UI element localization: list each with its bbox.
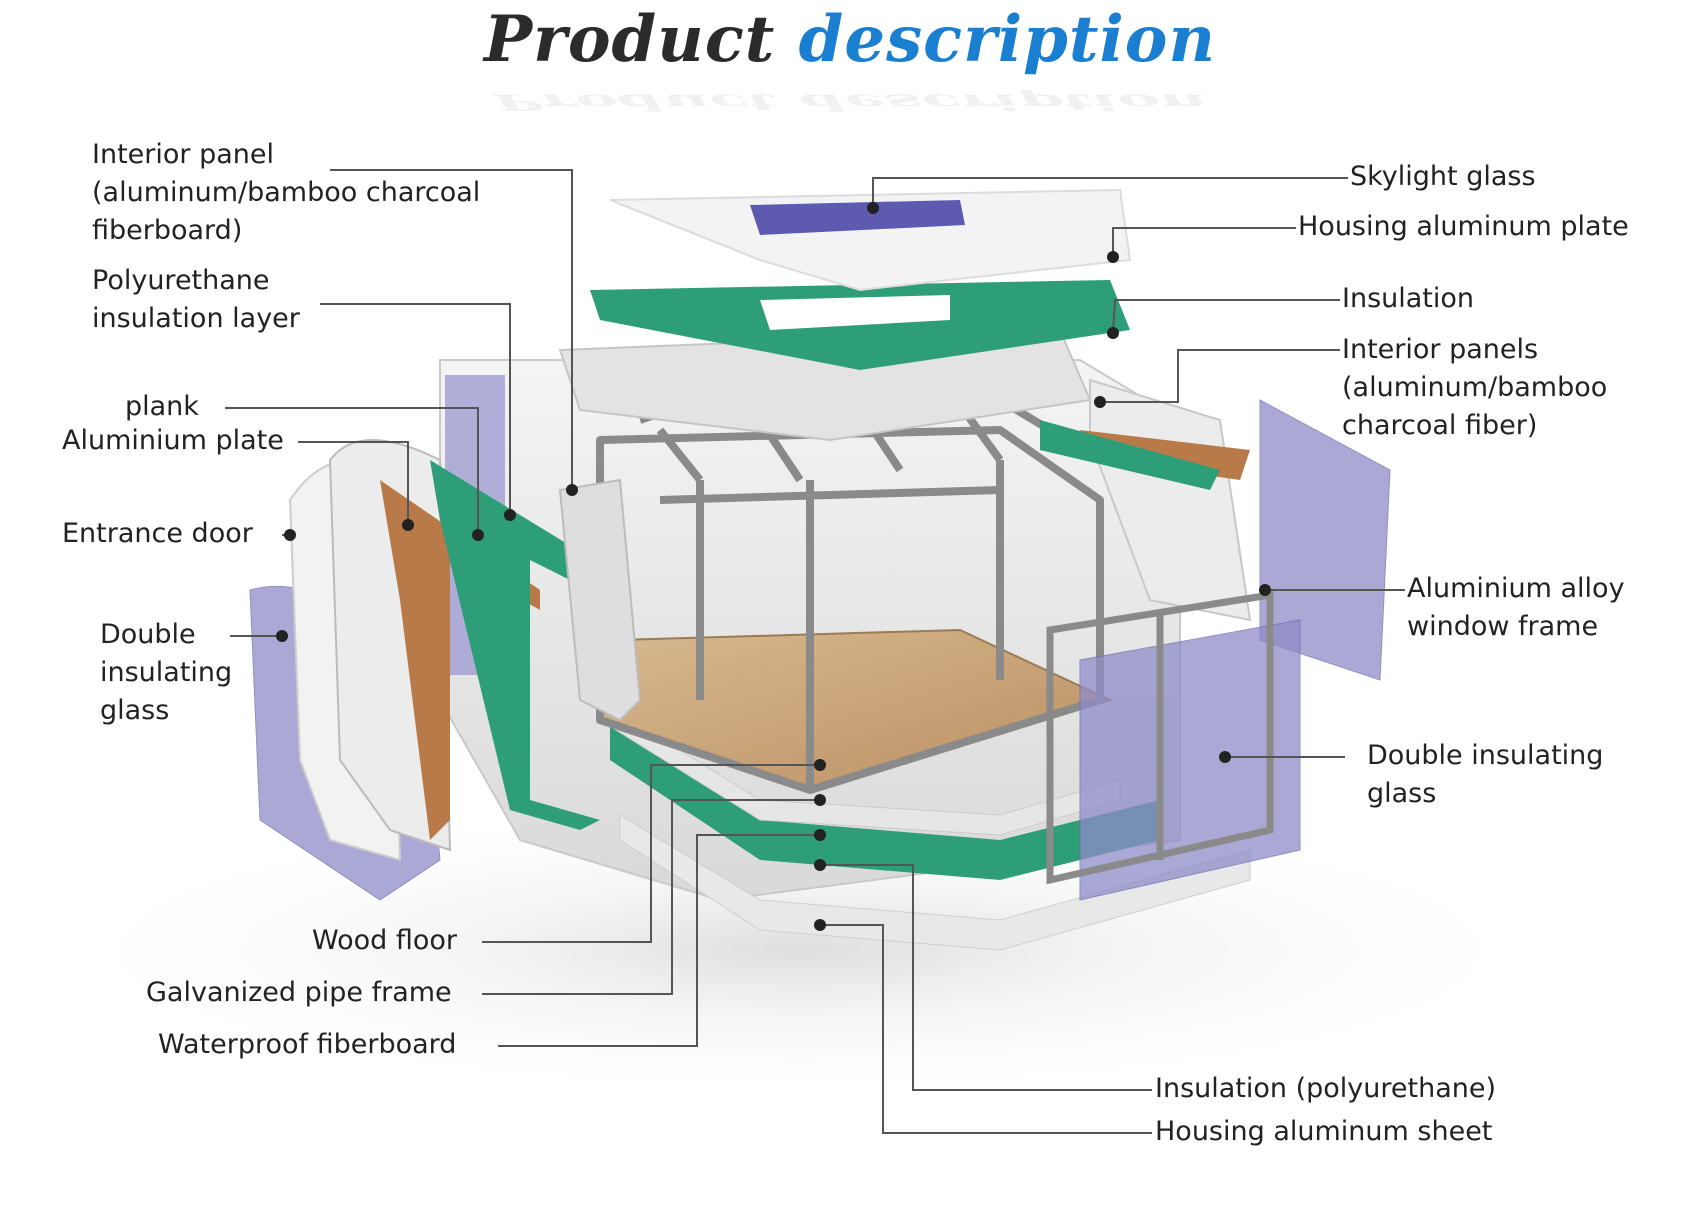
title-word-description: description bbox=[798, 2, 1216, 77]
bottom-insulation-shape bbox=[610, 720, 1160, 880]
label-window-frame: Aluminium alloy window frame bbox=[1407, 573, 1625, 642]
label-plank: plank bbox=[125, 391, 199, 422]
leader-lines bbox=[225, 169, 1405, 1134]
leader-dots bbox=[276, 202, 1271, 931]
label-insulation-top: Insulation bbox=[1342, 283, 1475, 314]
label-double-glass-left: Double insulating glass bbox=[100, 619, 233, 726]
label-double-glass-right: Double insulating glass bbox=[1367, 740, 1604, 809]
interior-panel-left-shape bbox=[558, 478, 642, 722]
label-aluminium-plate: Aluminium plate bbox=[62, 425, 284, 456]
right-double-glass-shape bbox=[1079, 619, 1301, 901]
right-back-glass-shape bbox=[1259, 399, 1391, 681]
roof-insulation-opening bbox=[760, 295, 950, 330]
label-housing-plate: Housing aluminum plate bbox=[1298, 211, 1629, 242]
label-interior-panels-right: Interior panels (aluminum/bamboo charcoa… bbox=[1342, 334, 1608, 441]
title-word-product: Product bbox=[484, 2, 776, 77]
right-green-strip-shape bbox=[1040, 420, 1220, 490]
label-insulation-bottom: Insulation (polyurethane) bbox=[1155, 1073, 1497, 1104]
window-frame-shape bbox=[1046, 590, 1274, 885]
label-polyurethane-layer: Polyurethane insulation layer bbox=[92, 265, 300, 334]
label-wood-floor: Wood floor bbox=[312, 925, 458, 956]
skylight-glass-shape bbox=[750, 200, 965, 235]
label-housing-sheet: Housing aluminum sheet bbox=[1155, 1116, 1493, 1147]
housing-roof-plate-shape bbox=[609, 188, 1132, 292]
label-waterproof-fiberboard: Waterproof fiberboard bbox=[158, 1029, 457, 1060]
page-title: Product description bbox=[0, 0, 1700, 90]
label-galvanized-pipe-frame: Galvanized pipe frame bbox=[146, 977, 452, 1008]
label-skylight-glass: Skylight glass bbox=[1350, 161, 1536, 192]
label-interior-panel: Interior panel (aluminum/bamboo charcoal… bbox=[92, 139, 481, 246]
label-entrance-door: Entrance door bbox=[62, 518, 253, 549]
